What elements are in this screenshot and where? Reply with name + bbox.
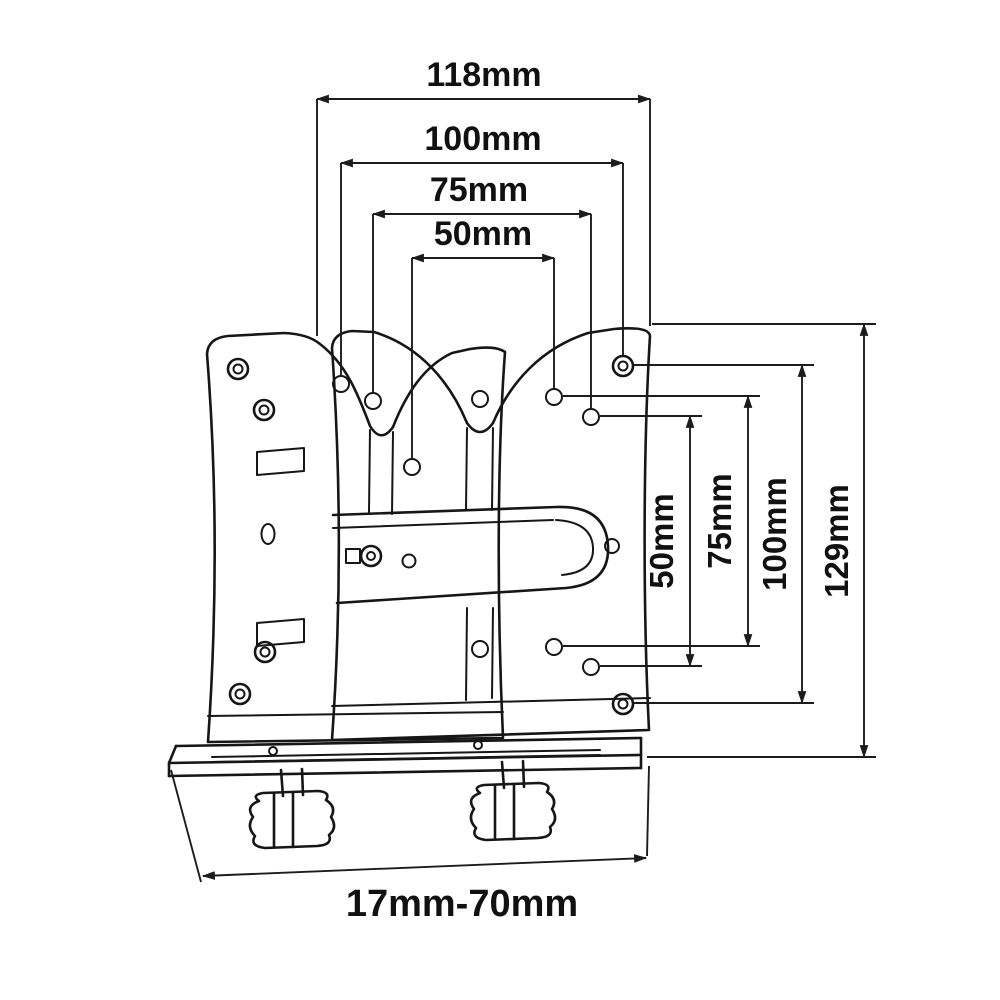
screw-hole-inner [234, 688, 246, 700]
dim-right-129mm: 129mm [647, 322, 876, 759]
clamp-strap [331, 505, 620, 605]
vesa-hole [403, 458, 421, 476]
base-left-end [167, 744, 178, 778]
vesa-hole [364, 392, 382, 410]
screw-hole [611, 692, 635, 716]
bottom-bend-lines [207, 697, 651, 717]
dim-right-50mm: 50mm [600, 414, 702, 668]
dim-right-100mm: 100mm [634, 363, 814, 705]
dim-label-100mm: 100mm [424, 120, 541, 158]
base-slot [211, 749, 601, 763]
screw-hole [253, 640, 277, 664]
back-plate-outline [330, 327, 652, 742]
base-top-edge [174, 736, 643, 748]
dimension-annotations: 118mm 100mm 75mm 50mm [170, 56, 876, 925]
thumbscrew-left [248, 767, 336, 850]
front-plate-outline [205, 331, 507, 744]
clamp-bolt-shaft [345, 548, 361, 564]
vesa-bracket-assembly [167, 327, 652, 850]
vesa-hole [545, 638, 563, 656]
vesa-hole [471, 640, 489, 658]
vesa-hole [582, 408, 600, 426]
dim-label-17-70mm: 17mm-70mm [346, 883, 578, 925]
front-plate-fold-lines [368, 429, 394, 515]
dim-top-100mm: 100mm [339, 120, 625, 375]
screw-hole-inner [258, 404, 270, 416]
vesa-hole [545, 388, 563, 406]
dim-label-118mm: 118mm [426, 56, 541, 94]
screw-hole-inner [617, 698, 629, 710]
base-channel [167, 736, 643, 778]
dim-top-118mm: 118mm [315, 56, 652, 336]
dim-bottom-clamp-range: 17mm-70mm [170, 765, 650, 925]
dim-label-75mm: 75mm [430, 171, 528, 209]
clamp-bolt-head [359, 544, 383, 568]
back-plate-fold-lines [465, 427, 494, 701]
dim-top-75mm: 75mm [371, 171, 593, 408]
clamp-hole [401, 553, 417, 569]
screw-hole [252, 398, 276, 422]
vesa-hole [332, 375, 350, 393]
screw-hole [226, 357, 250, 381]
screw-hole-inner [259, 646, 271, 658]
adjustment-slot [256, 447, 305, 476]
clamp-strap-fold-line [555, 519, 595, 576]
dim-label-100mm-right: 100mm [756, 477, 793, 591]
screw-hole [228, 682, 252, 706]
base-hole [268, 746, 278, 756]
vesa-hole [471, 390, 489, 408]
screw-hole-inner [617, 360, 629, 372]
dim-label-75mm-right: 75mm [701, 473, 738, 568]
clamp-strap-thickness-line [332, 519, 554, 529]
edge-hole [260, 523, 276, 545]
adjustment-slot [256, 618, 305, 647]
clamp-strap-outline [331, 505, 610, 605]
dim-label-50mm-top: 50mm [434, 215, 532, 253]
clamp-end-hole [604, 538, 620, 554]
base-hole [473, 740, 483, 750]
base-lip [167, 766, 643, 778]
clamp-bolt-center [366, 551, 376, 561]
screw-hole [611, 354, 635, 378]
thumbscrew-right [469, 759, 557, 842]
vesa-hole [582, 658, 600, 676]
screw-hole-inner [232, 363, 244, 375]
dim-label-129mm: 129mm [818, 484, 855, 598]
dim-right-75mm: 75mm [563, 394, 760, 648]
dim-top-50mm: 50mm [410, 215, 556, 458]
dim-label-50mm-right: 50mm [643, 493, 680, 588]
